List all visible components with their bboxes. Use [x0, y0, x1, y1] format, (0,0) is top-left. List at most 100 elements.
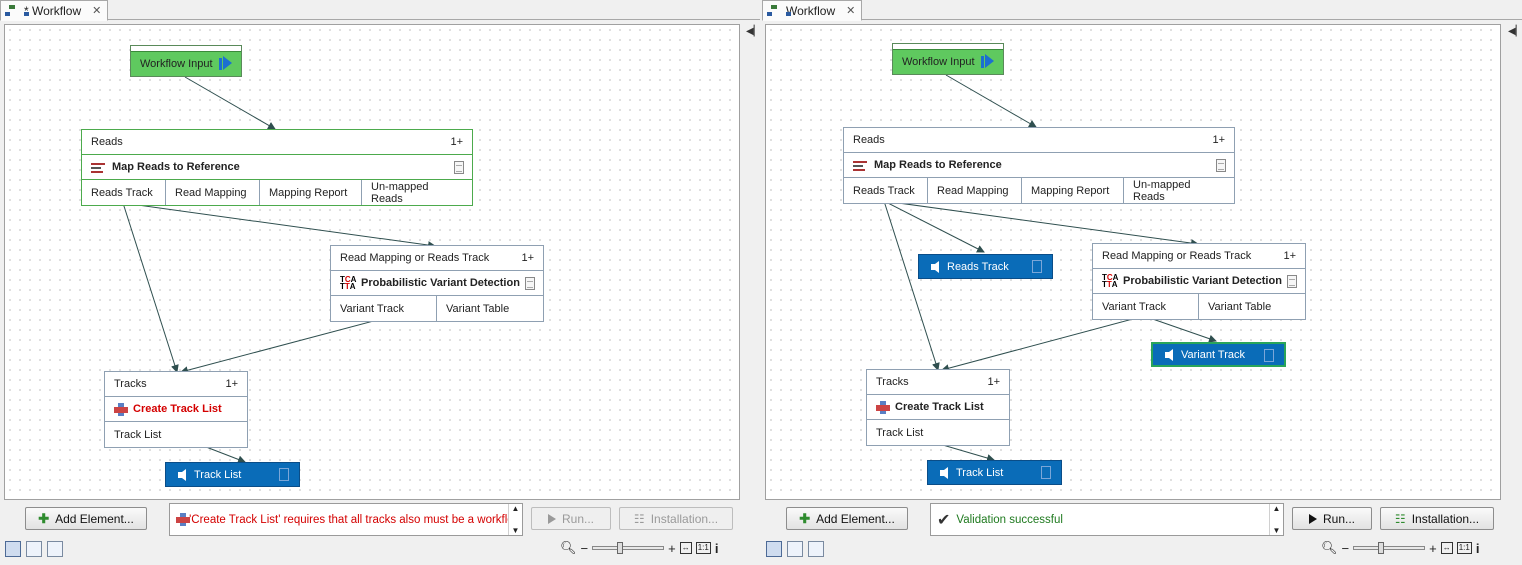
info-icon[interactable]: i: [1475, 540, 1480, 556]
zoom-in-icon[interactable]: +: [668, 540, 676, 556]
actual-size-icon[interactable]: 1:1: [1456, 542, 1472, 554]
installation-label: Installation...: [650, 511, 719, 526]
workflow-input-node[interactable]: Workflow Input: [892, 43, 1004, 75]
output-port[interactable]: Un-mapped Reads: [371, 180, 429, 205]
validation-view-icon[interactable]: [47, 541, 63, 557]
workflow-view-icon[interactable]: [5, 541, 21, 557]
workflow-canvas[interactable]: Workflow Input Reads 1+ Map Reads to Ref…: [765, 24, 1501, 500]
output-port[interactable]: Read Mapping: [928, 178, 1022, 203]
output-port[interactable]: Read Mapping: [166, 180, 260, 205]
map-reads-icon: [91, 162, 107, 173]
input-arrow-icon: [218, 55, 232, 73]
message-scrollbar[interactable]: ▲▼: [1269, 504, 1283, 535]
document-icon[interactable]: [1032, 260, 1042, 273]
history-view-icon[interactable]: [26, 541, 42, 557]
validation-message-box[interactable]: 'Create Track List' requires that all tr…: [169, 503, 523, 536]
connection-lines: [122, 76, 436, 464]
workflow-input-label: Workflow Input: [140, 58, 213, 70]
zoom-controls: 🔍︎ − + ↔ 1:1 i: [560, 540, 718, 556]
output-label: Track List: [956, 466, 1004, 479]
output-port[interactable]: Mapping Report: [260, 180, 362, 205]
run-button[interactable]: Run...: [531, 507, 611, 530]
add-element-button[interactable]: ✚ Add Element...: [786, 507, 908, 530]
document-icon[interactable]: [279, 468, 289, 481]
fit-width-icon[interactable]: ↔: [1440, 542, 1453, 554]
tracks-input-row[interactable]: Tracks 1+: [105, 372, 247, 397]
fit-width-icon[interactable]: ↔: [679, 542, 692, 554]
output-port[interactable]: Variant Table: [446, 302, 510, 315]
map-reads-input-row[interactable]: Reads 1+: [82, 130, 472, 155]
variant-input-row[interactable]: Read Mapping or Reads Track 1+: [1093, 244, 1305, 269]
collapse-side-panel-icon[interactable]: ◀▏: [746, 26, 762, 37]
output-port[interactable]: Track List: [114, 428, 162, 441]
reads-track-output-node[interactable]: Reads Track: [918, 254, 1053, 279]
installation-button[interactable]: ☷ Installation...: [619, 507, 733, 530]
output-port[interactable]: Un-mapped Reads: [1133, 178, 1191, 203]
history-view-icon[interactable]: [787, 541, 803, 557]
output-port[interactable]: Mapping Report: [1022, 178, 1124, 203]
document-icon[interactable]: [1041, 466, 1051, 479]
map-reads-input-row[interactable]: Reads 1+: [844, 128, 1234, 153]
validation-view-icon[interactable]: [808, 541, 824, 557]
output-port[interactable]: Reads Track: [844, 178, 928, 203]
output-port[interactable]: Track List: [876, 426, 924, 439]
collapse-side-panel-icon[interactable]: ◀▏: [1508, 26, 1522, 37]
validation-message-box[interactable]: ✔ Validation successful ▲▼: [930, 503, 1284, 536]
output-port[interactable]: Variant Table: [1208, 300, 1272, 313]
track-list-icon: [114, 402, 128, 416]
map-reads-node[interactable]: Reads 1+ Map Reads to Reference Reads Tr…: [81, 129, 473, 206]
create-track-list-node[interactable]: Tracks 1+ Create Track List Track List: [866, 369, 1010, 446]
tab-strip: Workflow ✕: [762, 0, 1522, 21]
tracks-input-row[interactable]: Tracks 1+: [867, 370, 1009, 395]
workflow-canvas[interactable]: Workflow Input Reads 1+ Map Reads to Ref…: [4, 24, 740, 500]
status-bar: 🔍︎ − + ↔ 1:1 i: [762, 538, 1522, 560]
tab-strip: * Workflow ✕: [0, 0, 760, 21]
output-port[interactable]: Variant Track: [331, 296, 437, 321]
map-reads-node[interactable]: Reads 1+ Map Reads to Reference Reads Tr…: [843, 127, 1235, 204]
zoom-icon[interactable]: 🔍︎: [1321, 540, 1338, 555]
action-bar: ✚ Add Element... 'Create Track List' req…: [0, 501, 760, 539]
document-icon[interactable]: [525, 277, 535, 290]
zoom-icon[interactable]: 🔍︎: [560, 540, 577, 555]
document-icon[interactable]: [1216, 159, 1226, 172]
track-list-output-node[interactable]: Track List: [165, 462, 300, 487]
zoom-in-icon[interactable]: +: [1429, 540, 1437, 556]
close-icon[interactable]: ✕: [92, 5, 102, 17]
installation-button[interactable]: ☷ Installation...: [1380, 507, 1494, 530]
track-list-output-node[interactable]: Track List: [927, 460, 1062, 485]
zoom-out-icon[interactable]: −: [1341, 540, 1350, 556]
tab-label: * Workflow: [24, 3, 82, 18]
message-scrollbar[interactable]: ▲▼: [508, 504, 522, 535]
document-icon[interactable]: [454, 161, 464, 174]
map-reads-tool-row[interactable]: Map Reads to Reference: [82, 155, 472, 180]
add-element-button[interactable]: ✚ Add Element...: [25, 507, 147, 530]
run-button[interactable]: Run...: [1292, 507, 1372, 530]
output-port[interactable]: Reads Track: [82, 180, 166, 205]
track-list-tool-row[interactable]: Create Track List: [105, 397, 247, 422]
zoom-slider[interactable]: [592, 542, 665, 554]
document-icon[interactable]: [1264, 349, 1274, 362]
track-list-tool-row[interactable]: Create Track List: [867, 395, 1009, 420]
map-reads-tool-row[interactable]: Map Reads to Reference: [844, 153, 1234, 178]
output-port[interactable]: Variant Track: [1093, 294, 1199, 319]
workflow-input-node[interactable]: Workflow Input: [130, 45, 242, 77]
tab-workflow-modified[interactable]: * Workflow ✕: [0, 0, 109, 21]
info-icon[interactable]: i: [714, 540, 719, 556]
close-icon[interactable]: ✕: [846, 5, 856, 17]
zoom-slider[interactable]: [1353, 542, 1426, 554]
workflow-view-icon[interactable]: [766, 541, 782, 557]
input-quantity: 1+: [450, 136, 463, 148]
map-reads-icon: [853, 160, 869, 171]
actual-size-icon[interactable]: 1:1: [695, 542, 711, 554]
tab-workflow[interactable]: Workflow ✕: [762, 0, 863, 21]
document-icon[interactable]: [1287, 275, 1297, 288]
zoom-out-icon[interactable]: −: [580, 540, 589, 556]
variant-input-row[interactable]: Read Mapping or Reads Track 1+: [331, 246, 543, 271]
variant-track-output-node[interactable]: Variant Track: [1151, 342, 1286, 367]
create-track-list-node[interactable]: Tracks 1+ Create Track List Track List: [104, 371, 248, 448]
